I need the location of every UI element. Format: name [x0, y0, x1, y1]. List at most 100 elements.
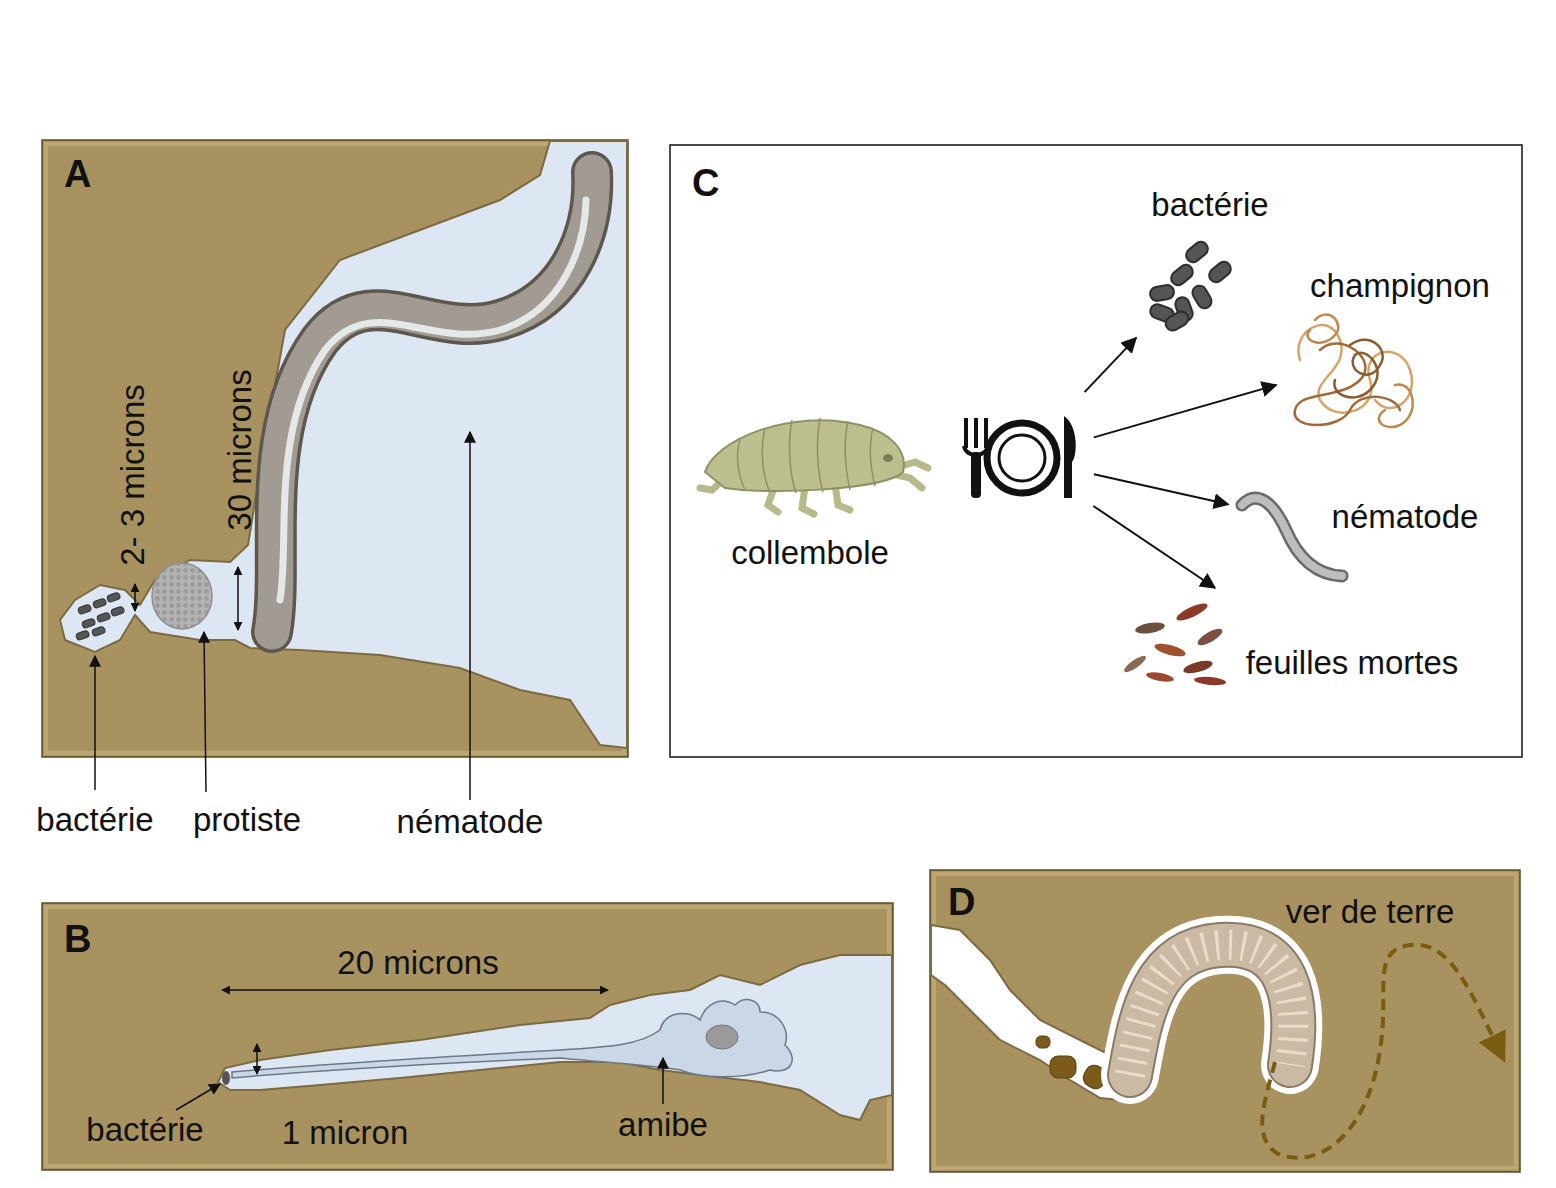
hypha-strand: [1298, 325, 1412, 412]
panel-c-art: [670, 145, 1522, 757]
feeding-arrow: [1085, 338, 1136, 392]
amoeba-cell: [232, 1000, 792, 1078]
part-label: bactérie: [36, 801, 153, 839]
panel-b-art: [42, 903, 893, 1170]
nematode-outline: [1242, 498, 1342, 576]
springtail-body: [705, 420, 904, 491]
bacterium-cell: [222, 1071, 230, 1085]
organism-box: nématode: [1232, 485, 1497, 585]
part-label: ver de terre: [1286, 893, 1455, 931]
organism-name: champignon: [1280, 266, 1520, 306]
panel-letter: A: [64, 154, 91, 194]
organism-box: feuilles mortes: [1100, 590, 1485, 690]
feeding-arrow: [1093, 506, 1215, 588]
body-segment: [845, 421, 850, 490]
plate-icon: [964, 416, 1076, 498]
dimension-label: 30 microns: [221, 369, 259, 530]
soil-block: [42, 140, 628, 757]
body-segment: [817, 418, 823, 492]
fungus-hyphae: [1295, 315, 1413, 427]
leader-line: [662, 1058, 664, 1104]
hypha-strand: [1295, 343, 1400, 425]
nematode-outline: [272, 172, 592, 632]
leaf-fragment: [1174, 600, 1209, 623]
hypha-strand: [1307, 315, 1412, 427]
leader-line: [94, 656, 96, 790]
panel-frame: Ccollembole bactérie champignon nématode feu…: [670, 145, 1522, 757]
part-label: protiste: [193, 801, 301, 839]
fork-tines: [964, 418, 988, 455]
amoeba-nucleus: [706, 1025, 738, 1049]
body-segment: [870, 428, 875, 486]
organism-name: nématode: [1320, 497, 1490, 537]
bacterium-cell: [91, 626, 106, 637]
earthworm-rings: [1130, 945, 1293, 1075]
casting: [1036, 1036, 1050, 1048]
protist-cell: [152, 563, 212, 629]
dead-leaves: [1122, 600, 1226, 686]
nematode-stripe: [280, 200, 586, 600]
organism-name: bactérie: [1130, 185, 1290, 225]
soil-pore: [218, 955, 892, 1120]
springtail-drawing: [700, 418, 928, 514]
organism-box: champignon: [1280, 262, 1520, 437]
plate-rim: [987, 423, 1057, 493]
body-segment: [738, 440, 745, 490]
earthworm-body: [1130, 945, 1293, 1075]
dimension-label: 1 micron: [282, 1114, 409, 1152]
plate-center: [999, 435, 1045, 481]
part-label: nématode: [397, 803, 544, 841]
leaf-fragment: [1146, 671, 1175, 684]
earthworm-outline: [1130, 945, 1293, 1075]
bacterium-cell: [92, 598, 107, 609]
nematode-body: [272, 172, 592, 632]
burrow-halo: [1130, 945, 1293, 1075]
leaf-fragment: [1122, 653, 1148, 674]
worm-castings: [1036, 1036, 1110, 1092]
organism-name: collembole: [695, 533, 925, 573]
soil-block: [930, 870, 1520, 1172]
organism-name: feuilles mortes: [1222, 643, 1482, 683]
bacterium-cell: [77, 604, 92, 615]
bacterium-cell: [96, 612, 111, 623]
dimension-arrow: [134, 584, 136, 611]
springtail-segments: [738, 418, 875, 493]
nematode-body: [1242, 498, 1342, 576]
bacterium-cell: [110, 606, 125, 617]
fork-handle: [971, 452, 981, 498]
dimension-arrow: [222, 989, 608, 991]
dimension-label: 2- 3 microns: [114, 384, 152, 566]
springtail-eye: [883, 454, 893, 462]
organism-box: bactérie: [1130, 185, 1290, 335]
panel-letter: C: [692, 163, 719, 203]
leaf-fragment: [1194, 676, 1227, 687]
bacterium-cell: [106, 592, 121, 603]
soil-pore: [60, 141, 627, 748]
bacterium-cell: [1183, 239, 1210, 265]
dimension-arrow: [256, 1044, 258, 1074]
organism-box: collembole: [695, 395, 1090, 570]
casting: [1050, 1056, 1076, 1078]
leaf-fragment: [1153, 641, 1186, 659]
dimension-label: 20 microns: [337, 944, 498, 982]
bacterium-cell: [1163, 309, 1191, 333]
leader-line: [176, 1084, 220, 1110]
panel-a-art: [42, 140, 628, 800]
knife-icon: [1064, 416, 1076, 498]
bacteria-cluster: [75, 592, 125, 641]
panel-letter: B: [64, 919, 91, 959]
hypha-strand: [1334, 340, 1382, 398]
bacteria-icon: [1148, 239, 1233, 333]
part-label: bactérie: [86, 1111, 203, 1149]
movement-trail: [1262, 945, 1500, 1158]
bacterium-cell: [1206, 259, 1233, 285]
leaf-fragment: [1134, 620, 1165, 635]
panel-letter: D: [948, 882, 975, 922]
part-label: amibe: [618, 1106, 708, 1144]
feeding-arrow: [1094, 474, 1228, 504]
soil-block: [42, 903, 893, 1170]
